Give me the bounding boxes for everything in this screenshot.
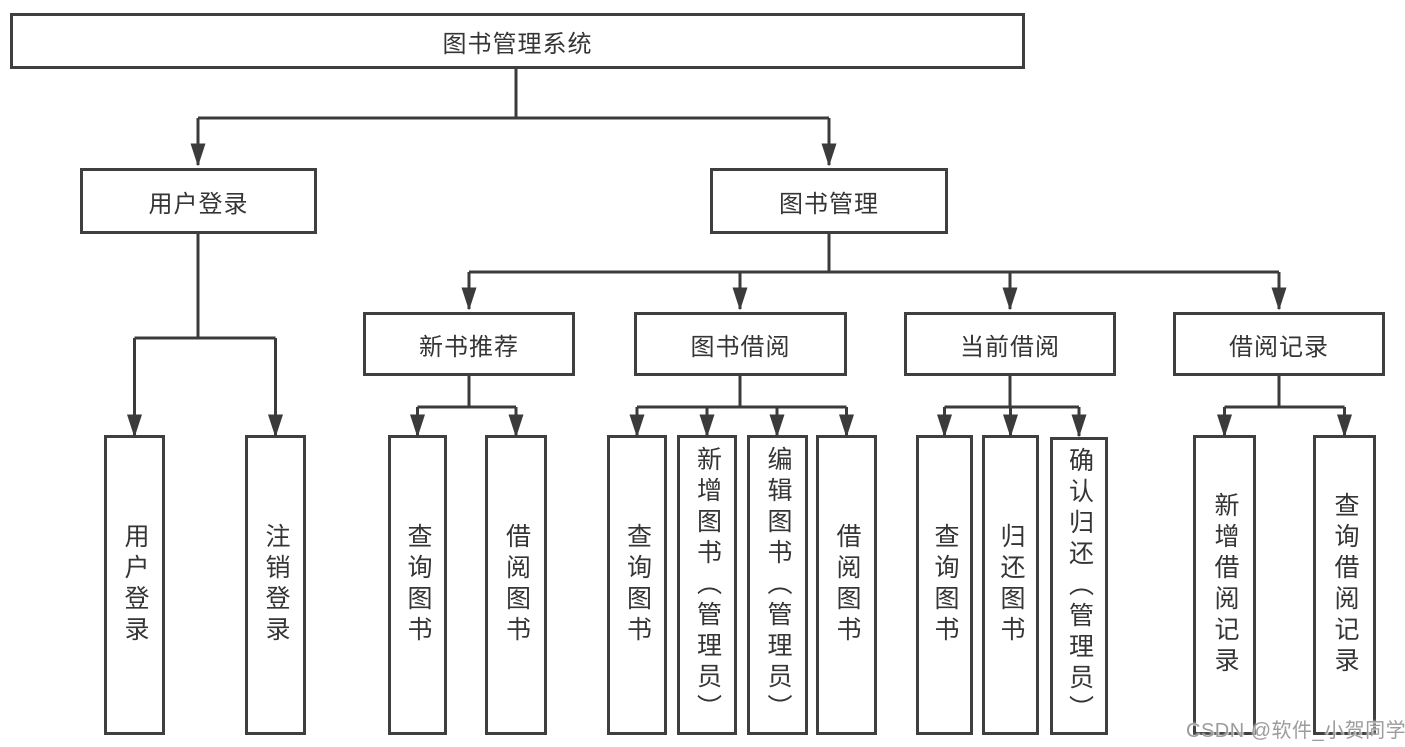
leaf-user-login: 用户登录: [104, 435, 165, 735]
leaf-borrow-books-borrowing-label: 借阅图书: [833, 523, 861, 647]
leaf-query-books-recommend-label: 查询图书: [404, 523, 432, 647]
leaf-edit-books-admin: 编辑图书（管理员）: [747, 435, 808, 735]
node-book-management: 图书管理: [710, 168, 948, 234]
leaf-query-borrow-record-label: 查询借阅记录: [1331, 492, 1359, 678]
watermark: CSDN @软件_小贺同学: [1186, 720, 1405, 742]
leaf-confirm-return-admin: 确认归还（管理员）: [1050, 437, 1108, 735]
node-current-borrowing: 当前借阅: [904, 312, 1116, 376]
leaf-add-books-admin: 新增图书（管理员）: [677, 435, 737, 735]
leaf-logout: 注销登录: [245, 435, 306, 735]
leaf-query-books-current: 查询图书: [916, 435, 973, 735]
leaf-add-borrow-record-label: 新增借阅记录: [1211, 492, 1239, 678]
node-new-book-recommendation: 新书推荐: [363, 312, 575, 376]
node-root-label: 图书管理系统: [442, 30, 593, 58]
leaf-add-borrow-record: 新增借阅记录: [1193, 435, 1256, 735]
node-current-borrowing-label: 当前借阅: [960, 333, 1060, 361]
leaf-query-borrow-record: 查询借阅记录: [1313, 435, 1376, 735]
node-user-login: 用户登录: [80, 168, 317, 234]
node-borrowing-records: 借阅记录: [1173, 312, 1385, 376]
leaf-borrow-books-recommend: 借阅图书: [485, 435, 547, 735]
leaf-borrow-books-borrowing: 借阅图书: [816, 435, 877, 735]
node-borrowing-records-label: 借阅记录: [1229, 333, 1329, 361]
leaf-return-books-label: 归还图书: [997, 523, 1025, 647]
leaf-query-books-borrowing: 查询图书: [607, 435, 667, 735]
node-new-book-recommendation-label: 新书推荐: [419, 333, 519, 361]
leaf-borrow-books-recommend-label: 借阅图书: [502, 523, 531, 647]
leaf-return-books: 归还图书: [982, 435, 1039, 735]
node-user-login-label: 用户登录: [148, 190, 249, 218]
leaf-query-books-current-label: 查询图书: [931, 523, 959, 647]
node-book-borrowing: 图书借阅: [634, 312, 847, 376]
leaf-query-books-recommend: 查询图书: [388, 435, 447, 735]
leaf-edit-books-admin-label: 编辑图书（管理员）: [764, 445, 792, 725]
leaf-add-books-admin-label: 新增图书（管理员）: [693, 445, 722, 725]
leaf-logout-label: 注销登录: [262, 523, 290, 647]
node-book-management-label: 图书管理: [779, 190, 879, 218]
node-root: 图书管理系统: [10, 13, 1025, 69]
node-book-borrowing-label: 图书借阅: [690, 333, 791, 361]
leaf-user-login-label: 用户登录: [121, 523, 149, 647]
leaf-confirm-return-admin-label: 确认归还（管理员）: [1065, 446, 1094, 726]
leaf-query-books-borrowing-label: 查询图书: [623, 523, 652, 647]
